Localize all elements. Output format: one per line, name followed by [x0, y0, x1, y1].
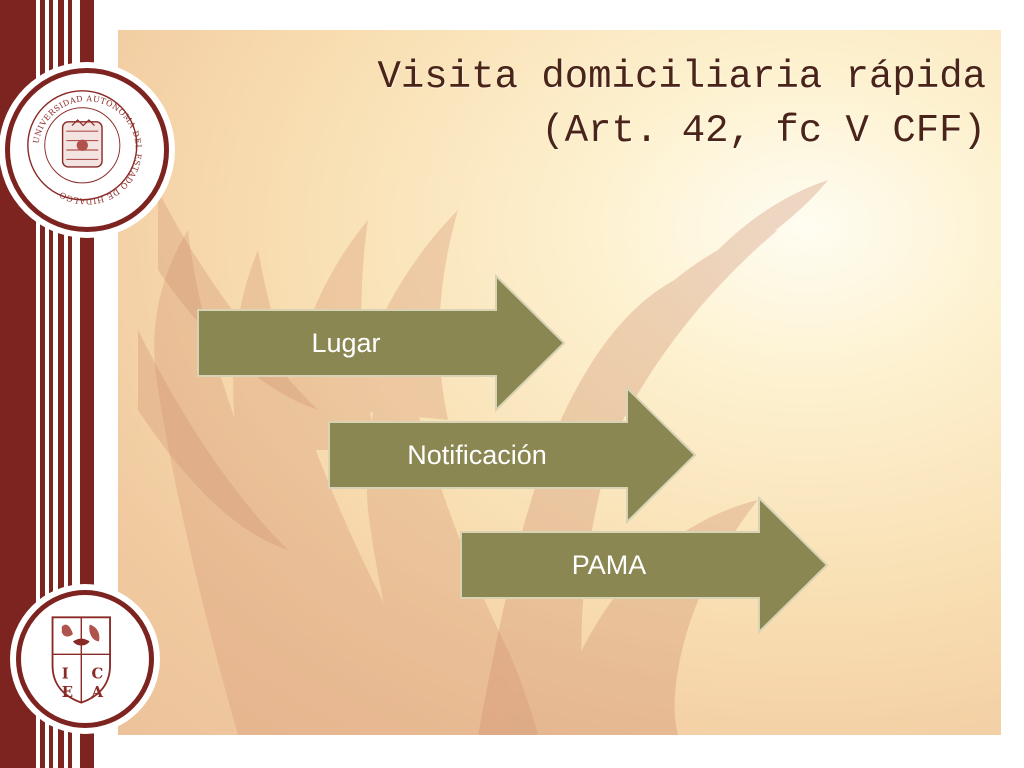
university-seal-icon: UNIVERSIDAD AUTÓNOMA DEL ESTADO DE HIDAL…: [27, 90, 142, 206]
right-arrow-shape: [460, 495, 829, 635]
step-arrow-pama: PAMA: [459, 495, 829, 635]
university-seal-logo: UNIVERSIDAD AUTÓNOMA DEL ESTADO DE HIDAL…: [5, 68, 169, 232]
title-line-2: (Art. 42, fc V CFF): [541, 109, 986, 153]
icea-seal-logo: I C E A: [16, 590, 154, 728]
icea-crest-icon: I C E A: [51, 616, 111, 704]
svg-text:C: C: [91, 665, 103, 682]
title-line-1: Visita domiciliaria rápida: [377, 55, 987, 99]
svg-text:I: I: [62, 665, 69, 682]
step-arrow-lugar: Lugar: [196, 273, 566, 413]
right-arrow-shape: [197, 273, 566, 413]
step-label-lugar: Lugar: [311, 327, 381, 358]
svg-text:E: E: [62, 684, 73, 701]
step-label-notificacion: Notificación: [407, 439, 547, 470]
step-label-pama: PAMA: [571, 549, 647, 580]
svg-text:A: A: [90, 684, 103, 701]
step-arrow-notificacion: Notificación: [327, 385, 697, 525]
slide-title: Visita domiciliaria rápida (Art. 42, fc …: [226, 50, 987, 158]
right-arrow-shape: [328, 385, 697, 525]
